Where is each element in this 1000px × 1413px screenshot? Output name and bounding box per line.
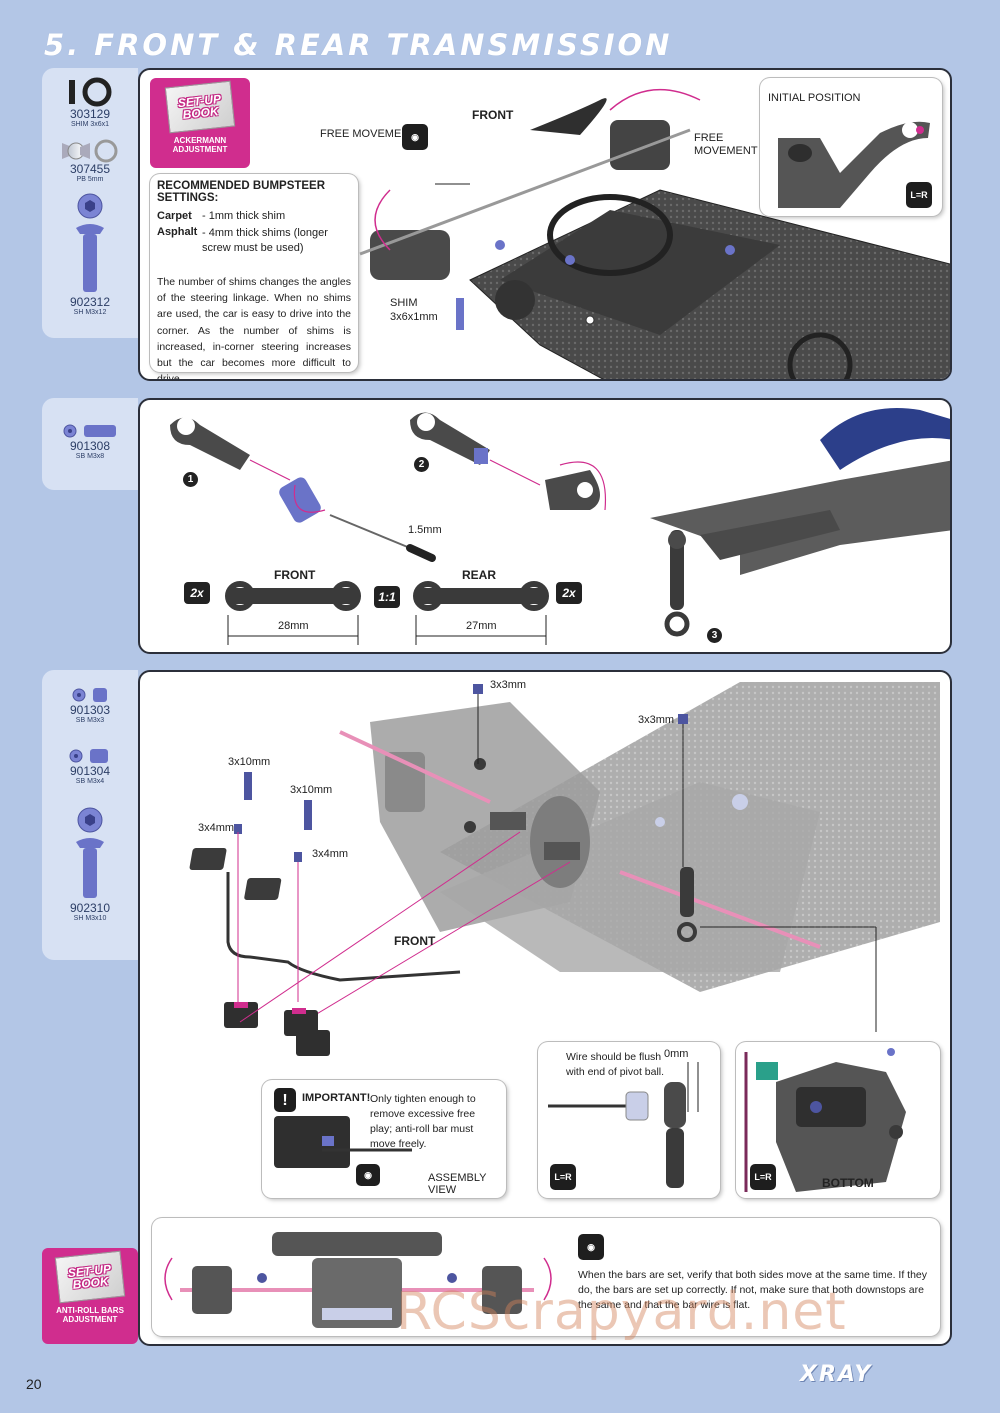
watermark: RCScrapyard.net [396, 1282, 847, 1342]
setup-book-icon: SET-UP BOOK [54, 1250, 126, 1304]
front-length-dimension: 28mm [278, 620, 309, 632]
anti-roll-bars-note: When the bars are set, verify that both … [578, 1269, 927, 1311]
zero-mm-label: 0mm [664, 1048, 689, 1060]
lr-icon: L=R [906, 182, 932, 208]
warning-icon: ! [274, 1088, 296, 1112]
bumpsteer-title: RECOMMENDED BUMPSTEER SETTINGS: [157, 180, 326, 204]
important-note-box: ! IMPORTANT! Only tighten enough to remo… [262, 1080, 506, 1198]
hex-screw-icon [76, 807, 104, 898]
downstop-bottom-illustration [744, 1048, 906, 1192]
assembly-view-illustration [274, 1116, 412, 1168]
parts-list-1: 303129 SHIM 3x6x1 307455 PB 5mm 902312 S… [42, 68, 138, 338]
screw-3x10-label-b: 3x10mm [290, 784, 333, 796]
panel-bumpsteer: SET-UP BOOK ACKERMANN ADJUSTMENT RECOMME… [138, 68, 952, 381]
part-screw-m3x12: 902312 SH M3x12 [42, 184, 138, 317]
part-screw-m3x10: 902310 SH M3x10 [42, 786, 138, 923]
free-movement-icon: ◉ [402, 124, 428, 150]
carpet-value: - 1mm thick shim [202, 210, 286, 222]
hex-screw-icon [76, 193, 104, 292]
parts-list-3: 901303 SB M3x3 901304 SB M3x4 902310 SH … [42, 670, 138, 960]
important-text: Only tighten enough to remove excessive … [370, 1093, 476, 1150]
front-label: FRONT [472, 108, 514, 122]
free-movement-right-label: FREE MOVEMENT [694, 132, 758, 157]
page-number: 20 [26, 1376, 42, 1392]
set-screw-short-icon [72, 688, 107, 702]
setup-book-badge-ackermann[interactable]: SET-UP BOOK ACKERMANN ADJUSTMENT [150, 78, 250, 168]
pivot-ball-wire-illustration [548, 1062, 699, 1188]
step-3-marker: 3 [707, 628, 722, 643]
brand-logo: XRAY [800, 1362, 873, 1387]
asphalt-label: Asphalt [157, 226, 198, 238]
shim-icon [69, 77, 112, 107]
bumpsteer-body: The number of shims changes the angles o… [157, 276, 351, 381]
parts-list-2: 901308 SB M3x8 [42, 398, 138, 490]
rear-turnbuckle-label: REAR [462, 568, 497, 582]
screw-3x4-label-a: 3x4mm [198, 822, 235, 834]
ratio-badge: 1:1 [374, 586, 400, 608]
pivot-ball-icon [62, 139, 118, 163]
quantity-badge-front: 2x [184, 582, 210, 604]
assembly-view-label: ASSEMBLY VIEW [428, 1172, 487, 1196]
screw-3x4-label-b: 3x4mm [312, 848, 349, 860]
anti-roll-bar-illustration [189, 682, 940, 1032]
front-suspension-illustration [359, 88, 950, 379]
free-movement-icon: ◉ [356, 1164, 380, 1186]
lr-icon: L=R [550, 1164, 576, 1190]
bottom-view-detail-box: L=R BOTTOM [736, 1042, 940, 1198]
carpet-label: Carpet [157, 210, 192, 222]
turnbuckle-assembly-illustration [170, 408, 950, 645]
page-title: 5. FRONT & REAR TRANSMISSION [44, 28, 673, 62]
anti-roll-bar-block-detail [284, 1008, 330, 1056]
front-turnbuckle-label: FRONT [274, 568, 316, 582]
anti-roll-bars-check-box: ◉ When the bars are set, verify that bot… [152, 1218, 940, 1336]
set-screw-icon [63, 424, 116, 438]
asphalt-value: - 4mm thick shims (longer screw must be … [202, 227, 328, 254]
front-label: FRONT [394, 934, 436, 948]
bottom-label: BOTTOM [822, 1176, 874, 1190]
initial-position-box: INITIAL POSITION L=R [760, 78, 942, 216]
setup-book-badge-anti-roll[interactable]: SET-UP BOOK ANTI-ROLL BARS ADJUSTMENT [42, 1248, 138, 1344]
lr-icon: L=R [750, 1164, 776, 1190]
shim-label: SHIM 3x6x1mm [390, 297, 438, 323]
important-title: IMPORTANT! [302, 1092, 371, 1104]
step-2-marker: 2 [414, 457, 429, 472]
rear-length-dimension: 27mm [466, 620, 497, 632]
part-screw-m3x8: 901308 SB M3x8 [42, 398, 138, 461]
screw-3x3-label-a: 3x3mm [490, 679, 527, 691]
part-pivot-ball: 307455 PB 5mm [42, 129, 138, 184]
panel-turnbuckles: 1 2 3 1.5mm FRONT REAR 2x 1:1 2x 28mm 27… [138, 398, 952, 654]
hex-driver-size-label: 1.5mm [408, 524, 442, 536]
panel-anti-roll-bar: 3x3mm 3x3mm 3x10mm 3x10mm 3x4mm 3x4mm FR… [138, 670, 952, 1346]
steering-arm-illustration [778, 121, 930, 208]
bumpsteer-settings-box: RECOMMENDED BUMPSTEER SETTINGS: Carpet -… [150, 174, 358, 379]
wire-flush-detail-box: Wire should be flush with end of pivot b… [538, 1042, 720, 1198]
step-1-marker: 1 [183, 472, 198, 487]
free-movement-left-label: FREE MOVEMENT [320, 128, 416, 140]
set-screw-medium-icon [69, 749, 108, 763]
initial-position-label: INITIAL POSITION [768, 92, 861, 104]
quantity-badge-rear: 2x [556, 582, 582, 604]
part-screw-m3x4: 901304 SB M3x4 [42, 725, 138, 786]
screw-3x10-label-a: 3x10mm [228, 756, 271, 768]
part-shim: 303129 SHIM 3x6x1 [42, 68, 138, 129]
free-movement-icon: ◉ [578, 1234, 604, 1260]
screw-3x3-label-b: 3x3mm [638, 714, 675, 726]
rear-axle-assembly-illustration [164, 1232, 552, 1328]
wire-flush-note: Wire should be flush with end of pivot b… [566, 1051, 665, 1078]
part-screw-m3x3: 901303 SB M3x3 [42, 670, 138, 725]
